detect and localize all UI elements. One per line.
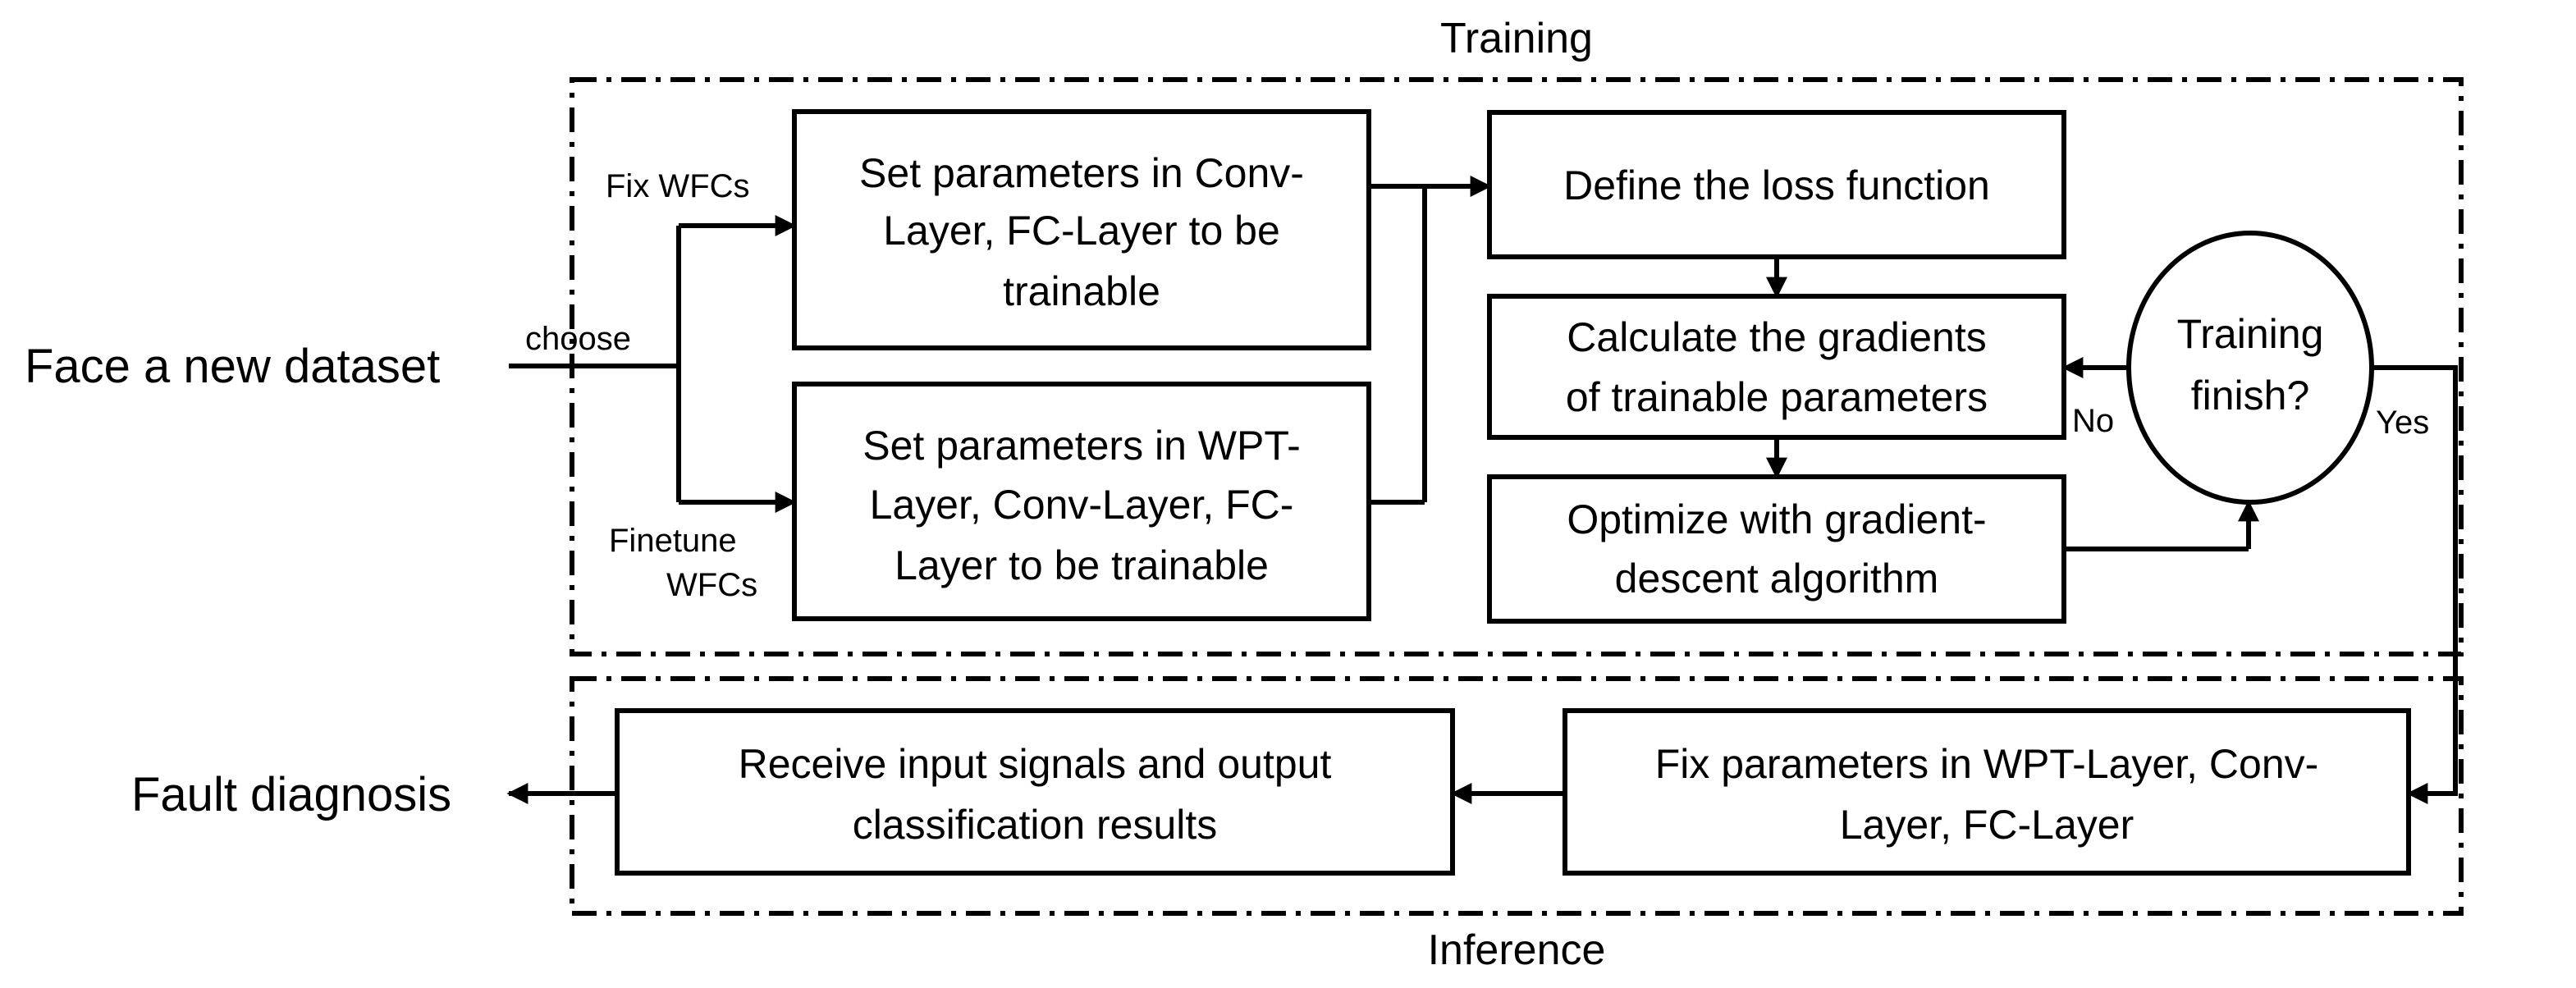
no-label: No (2072, 403, 2114, 439)
receive-signals-line-2: classification results (853, 802, 1218, 848)
set-wpt-conv-fc-line-1: Set parameters in WPT- (862, 423, 1301, 469)
receive-signals-line-1: Receive input signals and output (739, 741, 1332, 787)
calc-gradients-line-2: of trainable parameters (1566, 374, 1988, 420)
training-finish-decision (2126, 231, 2374, 505)
inference-title: Inference (1428, 926, 1606, 974)
yes-to-inference (2370, 365, 2458, 804)
define-loss-line-1: Define the loss function (1563, 162, 1990, 208)
fault-diagnosis-label: Fault diagnosis (131, 768, 451, 821)
input-connectors (509, 215, 797, 513)
finetune-wfcs-label-2: WFCs (666, 567, 757, 603)
calc-gradients-line-1: Calculate the gradients (1567, 314, 1986, 360)
finetune-wfcs-label-1: Finetune (609, 523, 737, 559)
column-connectors (1766, 257, 2458, 804)
optimize-line-1: Optimize with gradient- (1567, 496, 1986, 542)
training-finish-line-1: Training (2177, 311, 2324, 357)
set-conv-fc-line-2: Layer, FC-Layer to be (883, 208, 1280, 254)
set-wpt-conv-fc-line-2: Layer, Conv-Layer, FC- (870, 482, 1294, 528)
set-conv-fc-line-1: Set parameters in Conv- (859, 150, 1304, 196)
set-conv-fc-box (792, 109, 1371, 350)
face-new-dataset-label: Face a new dataset (25, 340, 440, 393)
set-wpt-conv-fc-line-3: Layer to be trainable (895, 542, 1269, 588)
choose-label: choose (525, 321, 631, 357)
receive-signals-box (615, 708, 1455, 876)
inference-region-frame (570, 676, 2464, 916)
yes-label: Yes (2376, 405, 2429, 441)
fix-wfcs-label: Fix WFCs (606, 168, 750, 204)
training-title: Training (1440, 15, 1593, 62)
merge-connectors (1369, 176, 1492, 505)
optimize-line-2: descent algorithm (1615, 556, 1939, 601)
fix-params-box (1563, 708, 2411, 876)
training-finish-line-2: finish? (2191, 373, 2310, 419)
optimize-box (1487, 474, 2066, 624)
set-conv-fc-line-3: trainable (1003, 268, 1160, 314)
fix-params-line-2: Layer, FC-Layer (1840, 802, 2134, 848)
calc-gradients-box (1487, 294, 2066, 440)
fix-params-line-1: Fix parameters in WPT-Layer, Conv- (1655, 741, 2319, 787)
set-wpt-conv-fc-box (792, 382, 1371, 621)
define-loss-box (1487, 110, 2066, 259)
